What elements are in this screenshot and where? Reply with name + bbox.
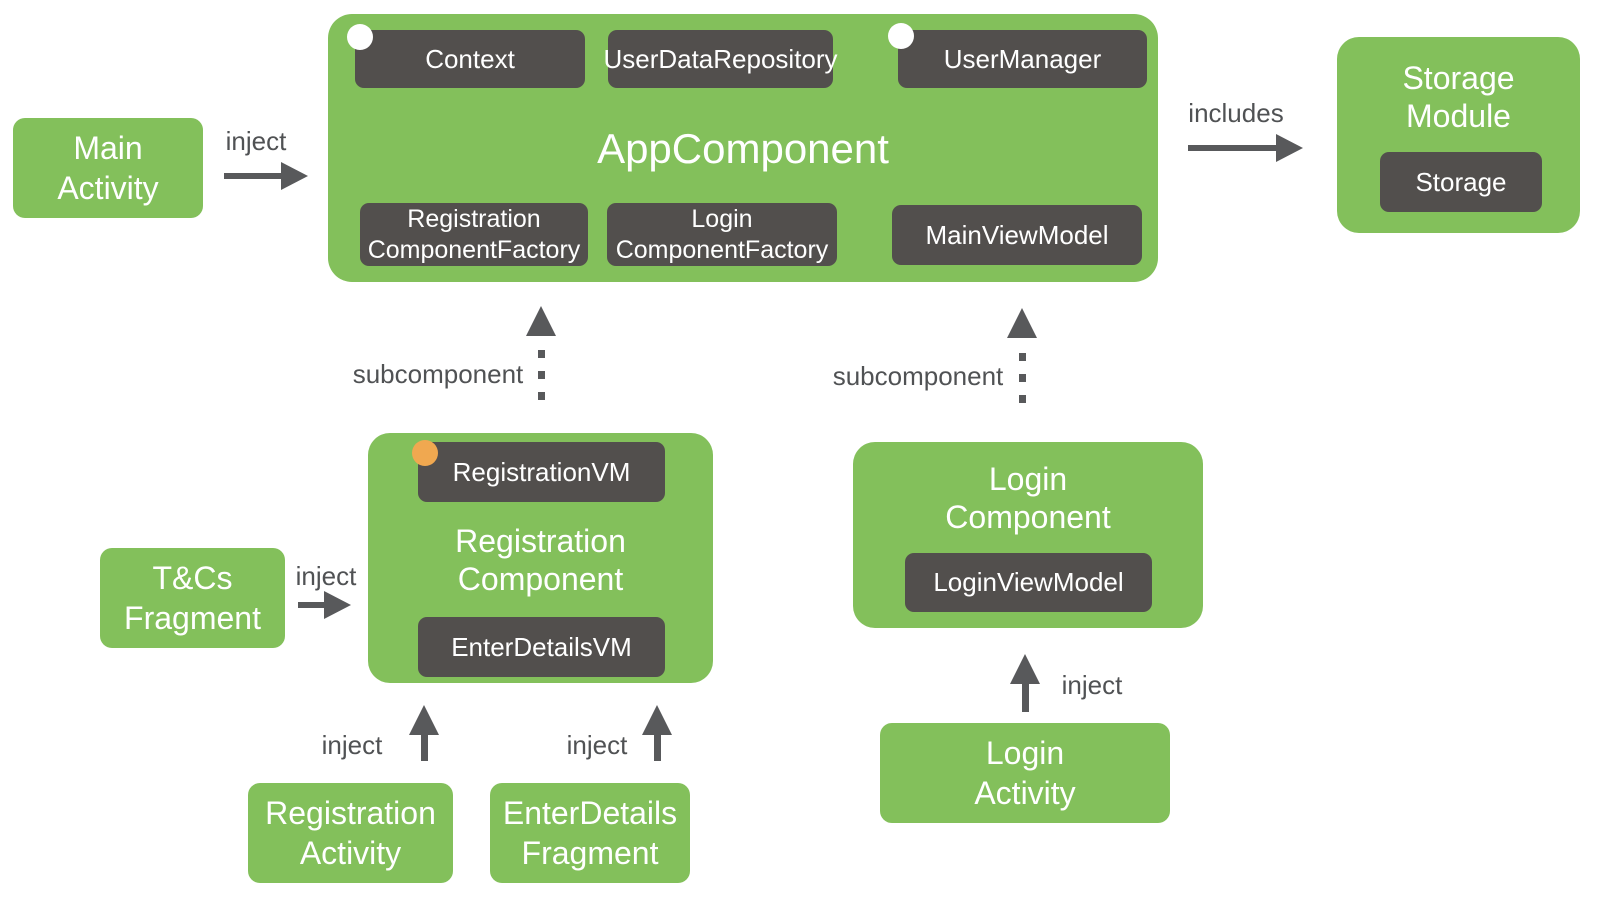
user-data-repository-node: UserDataRepository xyxy=(603,30,838,88)
enter-details-arrowhead-icon xyxy=(642,705,672,735)
scope-dot-icon xyxy=(888,23,914,49)
main-inject-arrowhead-icon xyxy=(281,162,308,190)
registration-vm-node: RegistrationVM xyxy=(418,442,665,502)
tcs-inject-arrow-line xyxy=(298,602,326,608)
user-manager-node: UserManager xyxy=(898,30,1147,88)
includes-label: includes xyxy=(1188,98,1284,128)
login-activity-arrowhead-icon xyxy=(1010,654,1040,684)
app-component-title: AppComponent xyxy=(597,125,889,172)
login-component-node: Login Component LoginViewModel xyxy=(853,442,1203,628)
login-subcomponent-label: subcomponent xyxy=(832,361,1004,391)
login-activity-arrow-line xyxy=(1022,682,1029,712)
registration-component-title: Registration Component xyxy=(455,523,626,597)
context-node: Context xyxy=(355,30,585,88)
login-activity-node: Login Activity xyxy=(880,723,1170,823)
tcs-fragment-node: T&Cs Fragment xyxy=(100,548,285,648)
login-view-model-node: LoginViewModel xyxy=(905,553,1152,612)
main-activity-node: Main Activity xyxy=(13,118,203,218)
registration-activity-arrow-line xyxy=(421,733,428,761)
storage-module-node: Storage Module Storage xyxy=(1337,37,1580,233)
registration-component-factory-node: Registration ComponentFactory xyxy=(360,203,588,266)
storage-module-title: Storage Module xyxy=(1402,60,1515,134)
enter-details-fragment-node: EnterDetails Fragment xyxy=(490,783,690,883)
main-inject-arrow-line xyxy=(224,173,282,179)
enter-details-vm-node: EnterDetailsVM xyxy=(418,617,665,677)
login-subcomponent-arrowhead-icon xyxy=(1007,308,1037,338)
enter-details-inject-label: inject xyxy=(566,730,628,760)
registration-subcomponent-dashed-line xyxy=(538,350,545,412)
registration-subcomponent-arrowhead-icon xyxy=(526,306,556,336)
registration-activity-arrowhead-icon xyxy=(409,705,439,735)
login-component-factory-node: Login ComponentFactory xyxy=(607,203,837,266)
registration-activity-inject-label: inject xyxy=(321,730,383,760)
login-activity-inject-label: inject xyxy=(1061,670,1123,700)
registration-activity-node: Registration Activity xyxy=(248,783,453,883)
login-component-title: Login Component xyxy=(945,461,1111,535)
includes-arrowhead-icon xyxy=(1276,134,1303,162)
storage-node: Storage xyxy=(1380,152,1542,212)
registration-subcomponent-label: subcomponent xyxy=(352,359,524,389)
scope-dot-icon xyxy=(412,440,438,466)
includes-arrow-line xyxy=(1188,145,1276,151)
app-component-node: Context UserDataRepository UserManager A… xyxy=(328,14,1158,282)
enter-details-arrow-line xyxy=(654,733,661,761)
scope-dot-icon xyxy=(347,24,373,50)
registration-component-node: RegistrationVM Registration Component En… xyxy=(368,433,713,683)
tcs-inject-arrowhead-icon xyxy=(324,591,351,619)
main-inject-label: inject xyxy=(225,126,287,156)
main-view-model-node: MainViewModel xyxy=(892,205,1142,265)
tcs-inject-label: inject xyxy=(295,561,357,591)
login-subcomponent-dashed-line xyxy=(1019,353,1026,413)
